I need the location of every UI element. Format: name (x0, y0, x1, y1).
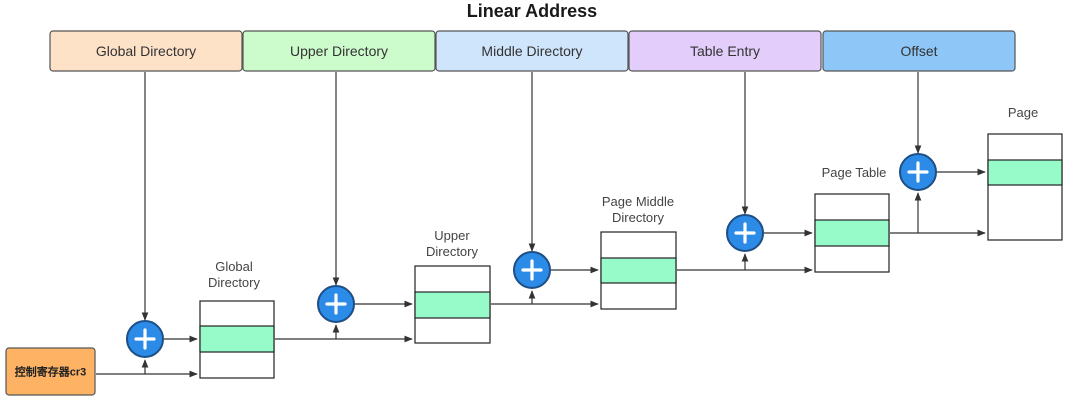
plus-sign (325, 293, 347, 315)
table-label-line: Directory (612, 210, 665, 225)
table-entry-highlight (814, 219, 890, 247)
table-entry-highlight (600, 257, 677, 284)
table-entry-highlight (987, 159, 1063, 186)
table-label-line: Global (215, 259, 253, 274)
register-label: 控制寄存器cr3 (15, 365, 87, 379)
title-group: Linear Address (467, 1, 597, 21)
segment-label: Offset (900, 43, 937, 59)
adders-group (126, 153, 937, 358)
table-label-line: Page Middle (602, 194, 674, 209)
register-box (5, 347, 96, 396)
segment-1: Global Directory (49, 30, 243, 72)
segment-box (822, 30, 1016, 72)
register-group: 控制寄存器cr3 (5, 347, 96, 396)
plus-circle-icon (513, 251, 551, 289)
address-segments: Global Directory Upper Directory Middle Di… (49, 30, 1016, 72)
segment-box (435, 30, 629, 72)
table-label-line: Upper (434, 228, 470, 243)
segment-5: Offset (822, 30, 1016, 72)
segment-label: Global Directory (96, 43, 196, 59)
plus-sign (734, 222, 756, 244)
table-frame (987, 133, 1063, 241)
segment-4: Table Entry (628, 30, 822, 72)
segment-box (242, 30, 436, 72)
plus-sign (521, 259, 543, 281)
table-entry-highlight (199, 325, 275, 353)
segment-2: Upper Directory (242, 30, 436, 72)
plus-circle-icon (899, 153, 937, 191)
table-5: Page (987, 105, 1063, 241)
table-label-line: Page (1008, 105, 1038, 120)
segment-label: Upper Directory (290, 43, 388, 59)
segment-label: Middle Directory (481, 43, 582, 59)
segment-3: Middle Directory (435, 30, 629, 72)
plus-sign (134, 328, 156, 350)
plus-circle-icon (317, 285, 355, 323)
plus-sign (907, 161, 929, 183)
segment-box (49, 30, 243, 72)
segment-label: Table Entry (690, 43, 760, 59)
table-label-line: Directory (208, 275, 261, 290)
table-4: Page Table (814, 165, 890, 273)
plus-circle-icon (126, 320, 164, 358)
table-label-line: Page Table (822, 165, 887, 180)
table-label-line: Directory (426, 244, 479, 259)
plus-circle-icon (726, 214, 764, 252)
segment-box (628, 30, 822, 72)
diagram-title: Linear Address (467, 1, 597, 21)
connector-lines (96, 72, 986, 378)
table-entry-highlight (414, 291, 491, 319)
